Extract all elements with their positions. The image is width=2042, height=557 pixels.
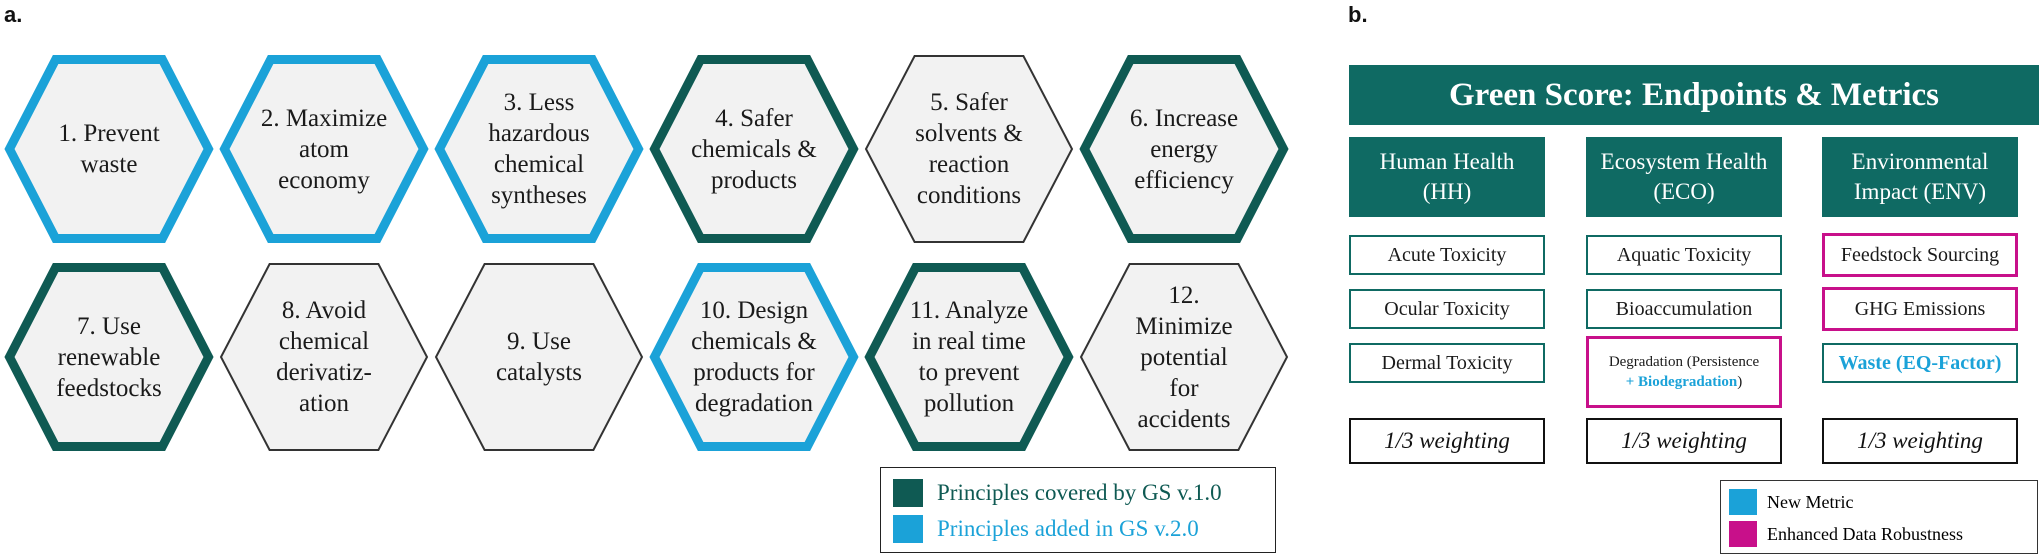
panel-a-label: a.	[4, 2, 23, 27]
hexagon-outline	[864, 55, 1074, 243]
principle-label: 1. Prevent waste	[58, 120, 160, 178]
column-header-eco: Ecosystem Health (ECO)	[1586, 137, 1782, 217]
principle-label: 7. Use renewable feedstocks	[56, 312, 162, 402]
weighting-eco: 1/3 weighting	[1586, 418, 1782, 464]
hexagon-outline	[434, 263, 644, 451]
principle-hexagon: 9. Use catalysts	[434, 262, 644, 452]
hexagon-shape	[219, 263, 429, 451]
hexagon-outline	[1079, 263, 1289, 451]
hexagon-outline	[4, 55, 214, 243]
principle-hexagon: 3. Less hazardous chemical syntheses	[434, 54, 644, 244]
hexagon-outline	[864, 263, 1074, 451]
legend-new-metric-label: New Metric	[1767, 491, 1854, 512]
hexagon-shape	[864, 55, 1074, 243]
hexagon-shape	[434, 263, 644, 451]
principle-hexagon: 11. Analyze in real time to prevent poll…	[864, 262, 1074, 452]
metric-waste-eq-factor: Waste (EQ-Factor)	[1822, 343, 2018, 383]
principle-label: 10. Design chemicals & products for degr…	[691, 297, 817, 417]
legend-added-label: Principles added in GS v.2.0	[937, 516, 1199, 541]
legend-added: Principles added in GS v.2.0	[893, 514, 1199, 544]
column-header-env: Environmental Impact (ENV)	[1822, 137, 2018, 217]
legend-new-metric: New Metric	[1729, 488, 1853, 516]
metric-ghg-emissions: GHG Emissions	[1822, 287, 2018, 331]
legend-covered-label: Principles covered by GS v.1.0	[937, 480, 1222, 505]
hexagon-shape	[1079, 263, 1289, 451]
principle-hexagon: 6. Increase energy efficiency	[1079, 54, 1289, 244]
principle-label: 9. Use catalysts	[495, 328, 583, 386]
principle-hexagon: 1. Prevent waste	[4, 54, 214, 244]
panel-b-label: b.	[1348, 2, 1368, 27]
hexagon-outline	[649, 263, 859, 451]
hexagon-shape	[434, 55, 644, 243]
hexagon-shape	[649, 263, 859, 451]
principle-label: 11. Analyze in real time to prevent poll…	[909, 297, 1029, 417]
metrics-legend: New Metric Enhanced Data Robustness	[1720, 480, 2038, 554]
green-score-title: Green Score: Endpoints & Metrics	[1349, 65, 2039, 125]
principles-legend: Principles covered by GS v.1.0 Principle…	[880, 467, 1276, 553]
weighting-hh: 1/3 weighting	[1349, 418, 1545, 464]
principle-hexagon: 2. Maximize atom economy	[219, 54, 429, 244]
hexagon-outline	[4, 263, 214, 451]
hexagon-shape	[4, 55, 214, 243]
principle-hexagon: 7. Use renewable feedstocks	[4, 262, 214, 452]
metric-degradation-text: Degradation (Persistence + Biodegradatio…	[1609, 352, 1759, 392]
hexagon-shape	[649, 55, 859, 243]
metric-dermal-toxicity: Dermal Toxicity	[1349, 343, 1545, 383]
principle-label: 6. Increase energy efficiency	[1129, 104, 1239, 194]
hexagon-outline	[649, 55, 859, 243]
metric-feedstock-sourcing: Feedstock Sourcing	[1822, 233, 2018, 277]
metric-degradation-bio: + Biodegradation	[1625, 374, 1738, 390]
principle-hexagon: 5. Safer solvents & reaction conditions	[864, 54, 1074, 244]
legend-covered-swatch	[893, 479, 923, 507]
metric-degradation-main: Degradation (Persistence	[1608, 354, 1760, 370]
principle-label: 3. Less hazardous chemical syntheses	[488, 89, 590, 209]
hexagon-outline	[219, 263, 429, 451]
principle-hexagon: 12. Minimize potential for accidents	[1079, 262, 1289, 452]
metric-bioaccumulation: Bioaccumulation	[1586, 289, 1782, 329]
legend-added-swatch	[893, 515, 923, 543]
legend-enhanced-label: Enhanced Data Robustness	[1767, 523, 1963, 544]
principle-hexagon: 8. Avoid chemical derivatiz- ation	[219, 262, 429, 452]
legend-covered: Principles covered by GS v.1.0	[893, 478, 1222, 508]
legend-enhanced: Enhanced Data Robustness	[1729, 520, 1963, 548]
legend-new-metric-swatch	[1729, 489, 1757, 515]
principle-label: 12. Minimize potential for accidents	[1135, 281, 1233, 433]
hexagon-outline	[434, 55, 644, 243]
principle-label: 2. Maximize atom economy	[260, 104, 388, 194]
metric-degradation-close: )	[1737, 374, 1743, 390]
principle-label: 8. Avoid chemical derivatiz- ation	[276, 297, 372, 417]
column-header-hh: Human Health (HH)	[1349, 137, 1545, 217]
hexagon-outline	[219, 55, 429, 243]
metric-degradation: Degradation (Persistence + Biodegradatio…	[1586, 336, 1782, 408]
hexagon-shape	[864, 263, 1074, 451]
principle-hexagon: 4. Safer chemicals & products	[649, 54, 859, 244]
metric-ocular-toxicity: Ocular Toxicity	[1349, 289, 1545, 329]
weighting-env: 1/3 weighting	[1822, 418, 2018, 464]
legend-enhanced-swatch	[1729, 521, 1757, 547]
principle-label: 5. Safer solvents & reaction conditions	[915, 89, 1023, 209]
hexagon-shape	[4, 263, 214, 451]
hexagon-shape	[219, 55, 429, 243]
hexagon-outline	[1079, 55, 1289, 243]
metric-aquatic-toxicity: Aquatic Toxicity	[1586, 235, 1782, 275]
principle-label: 4. Safer chemicals & products	[691, 104, 817, 194]
metric-acute-toxicity: Acute Toxicity	[1349, 235, 1545, 275]
principle-hexagon: 10. Design chemicals & products for degr…	[649, 262, 859, 452]
hexagon-shape	[1079, 55, 1289, 243]
